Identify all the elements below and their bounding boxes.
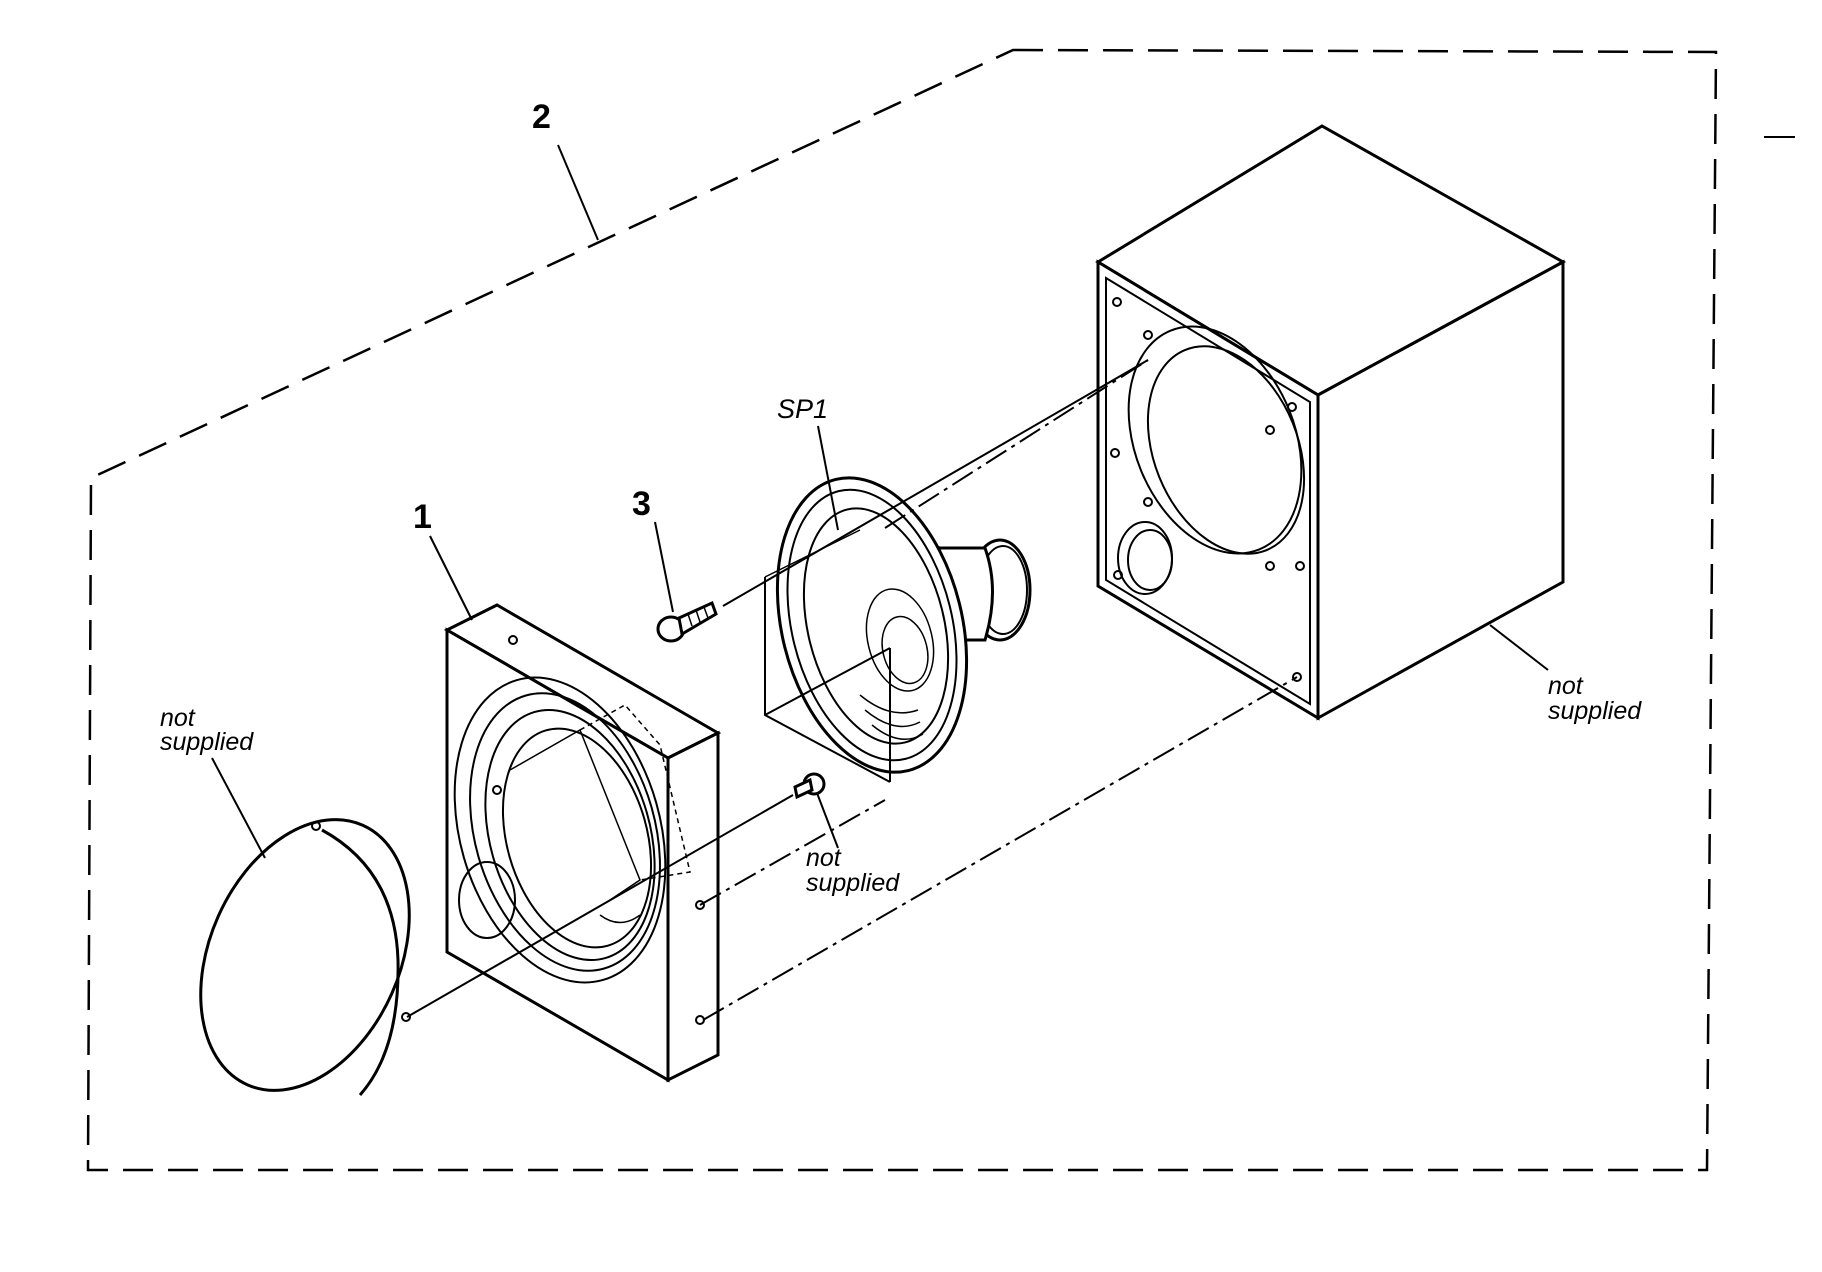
label-2: 2 [532, 98, 551, 136]
leader-sp1 [817, 425, 839, 531]
grille [199, 818, 411, 1096]
align-baffle-to-cabinet [702, 676, 1298, 1021]
grille-cover [199, 818, 411, 1092]
baffle-side [666, 730, 720, 1083]
speaker-frame [775, 476, 969, 774]
leader-cabinet [1489, 624, 1549, 671]
baffle-port [458, 861, 516, 939]
note-cabinet: not supplied [1548, 672, 1642, 725]
label-sp1: SP1 [777, 394, 828, 424]
align-baffle-to-cabinet-2 [699, 799, 886, 906]
leader-3 [654, 521, 674, 613]
label-1: 1 [413, 498, 432, 536]
speaker-cone [802, 507, 950, 745]
cabinet-front-inner [1105, 276, 1311, 706]
svg-text:supplied: supplied [1548, 697, 1642, 725]
cabinet [1095, 124, 1567, 721]
front-baffle [443, 603, 722, 1083]
note-screw: not supplied [806, 844, 900, 897]
label-3: 3 [632, 485, 651, 523]
screw-shaft [677, 600, 718, 637]
leader-2 [557, 144, 599, 241]
speaker-sp1 [764, 476, 1032, 783]
screw-not-supplied [793, 772, 826, 800]
svg-text:not: not [806, 844, 842, 872]
align-screw-to-cabinet [722, 359, 1149, 607]
assembly-boundary [86, 48, 1718, 1172]
svg-text:not: not [160, 704, 196, 732]
leader-grille [211, 757, 266, 859]
leader-1 [429, 535, 473, 621]
note-grille: not supplied [160, 704, 254, 756]
align-grille-to-baffle [406, 794, 794, 1018]
baffle-speaker-ring [453, 676, 667, 984]
svg-text:supplied: supplied [806, 869, 900, 897]
svg-text:supplied: supplied [160, 728, 254, 756]
svg-text:not: not [1548, 672, 1584, 700]
align-speaker-to-cabinet [884, 359, 1149, 529]
screw-3 [656, 600, 718, 643]
leader-screw [816, 792, 839, 849]
